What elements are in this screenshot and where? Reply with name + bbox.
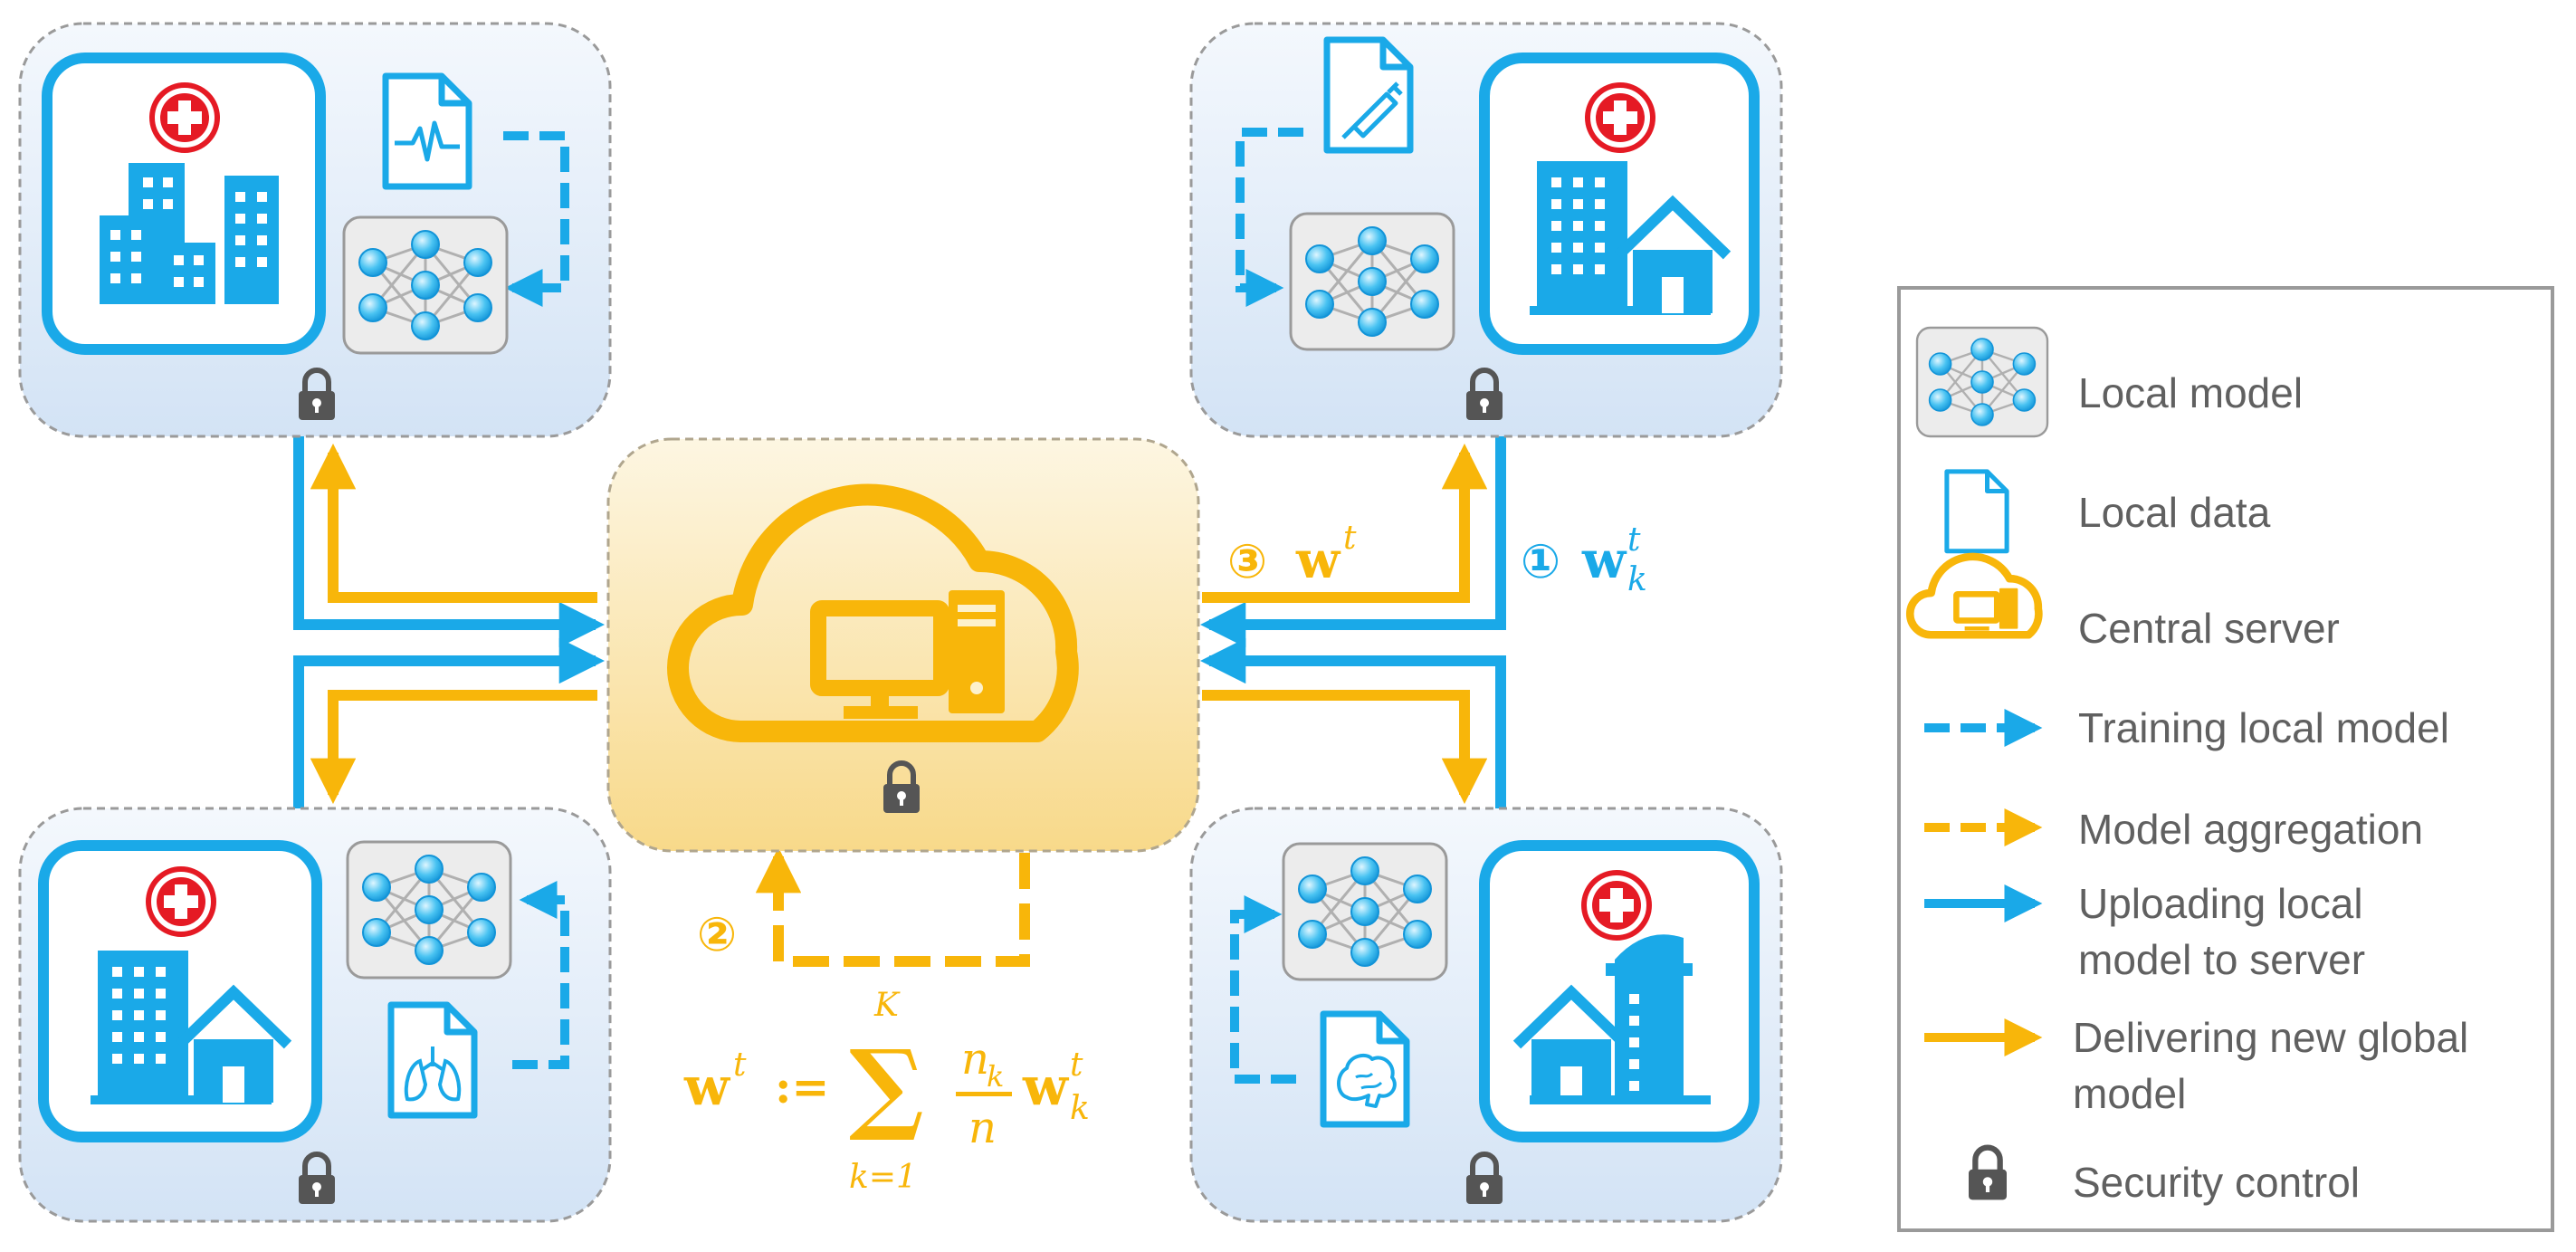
client-hospital-top-left [18, 22, 612, 438]
formula-upper-limit: K [873, 987, 901, 1024]
neural-network-icon [346, 840, 512, 980]
step-upload-label: ① w t k [1521, 521, 1647, 598]
brain-document-icon [1323, 1014, 1407, 1124]
formula-assign: := [775, 1060, 829, 1113]
cloud-server-icon [667, 483, 1079, 742]
training-arrow [1236, 128, 1303, 307]
training-arrow [503, 131, 569, 307]
legend: Local model Local data Central server Tr… [1897, 286, 2554, 1232]
formula-lhs-sup: t [733, 1047, 747, 1084]
legend-label-line1: Delivering new global [2073, 1014, 2468, 1061]
ecg-document-icon [386, 76, 469, 186]
central-server-panel [606, 437, 1200, 853]
step-number-deliver: ③ [1227, 535, 1267, 589]
hospital-building-icon [100, 85, 279, 304]
cloud-server-icon [1905, 552, 2043, 639]
aggregation-loop-arrow [755, 846, 1030, 967]
lungs-document-icon [391, 1005, 474, 1115]
syringe-document-icon [1327, 40, 1410, 150]
formula-rhs-sub: k [1070, 1090, 1090, 1127]
legend-item-training-local-model: Training local model [1924, 704, 2449, 751]
upload-weight-sub: k [1627, 561, 1647, 598]
neural-network-icon [1915, 326, 2049, 438]
formula-fraction-bar [956, 1092, 1012, 1096]
formula-rhs-sup: t [1070, 1047, 1083, 1084]
legend-item-security-control: Security control [1969, 1148, 2360, 1206]
document-icon [1947, 472, 2007, 551]
neural-network-icon [342, 215, 509, 355]
deliver-weight-symbol: w [1295, 530, 1341, 590]
formula-sigma: ∑ [849, 1027, 924, 1144]
legend-label: Local data [2078, 489, 2271, 536]
legend-item-delivering: Delivering new global model [1924, 1014, 2468, 1117]
legend-label: Training local model [2078, 704, 2449, 751]
legend-item-uploading: Uploading local model to server [1924, 880, 2365, 983]
step-number-upload: ① [1521, 535, 1560, 589]
formula-lhs: w [683, 1056, 731, 1117]
upload-weight-sup: t [1627, 521, 1641, 559]
legend-box [1897, 286, 2554, 1232]
hospital-silo-icon [1517, 873, 1711, 1104]
upload-weight-symbol: w [1581, 530, 1627, 590]
legend-label: Security control [2073, 1159, 2360, 1206]
legend-label: Model aggregation [2078, 806, 2423, 853]
neural-network-icon [1289, 212, 1455, 351]
legend-item-central-server: Central server [1905, 552, 2340, 652]
legend-item-local-data: Local data [1947, 472, 2271, 551]
legend-label-line2: model to server [2078, 936, 2365, 983]
formula-lower-limit: k=1 [849, 1159, 917, 1196]
formula-rhs: w [1022, 1056, 1070, 1117]
legend-item-model-aggregation: Model aggregation [1924, 806, 2423, 853]
hospital-house-icon [1530, 85, 1727, 315]
legend-label: Central server [2078, 605, 2340, 652]
aggregation-formula: w t := ∑ K k=1 n k n w t k [683, 987, 1090, 1196]
step-number-aggregate: ② [697, 908, 737, 962]
legend-label-line1: Uploading local [2078, 880, 2363, 927]
legend-item-local-model: Local model [1915, 326, 2303, 438]
formula-numerator: n [961, 1034, 989, 1085]
formula-numerator-sub: k [987, 1059, 1004, 1094]
client-hospital-top-right [1189, 22, 1783, 438]
formula-denominator: n [968, 1103, 997, 1153]
client-hospital-bottom-right [1189, 807, 1783, 1223]
deliver-weight-sup: t [1343, 520, 1357, 557]
client-hospital-bottom-left [18, 807, 612, 1223]
neural-network-icon [1282, 842, 1448, 981]
training-arrow [512, 881, 569, 1069]
hospital-house-icon [91, 869, 288, 1104]
legend-label: Local model [2078, 369, 2303, 416]
connection-arrows [293, 436, 1506, 808]
legend-label-line2: model [2073, 1070, 2186, 1117]
step-deliver-label: ③ w t [1227, 520, 1357, 590]
